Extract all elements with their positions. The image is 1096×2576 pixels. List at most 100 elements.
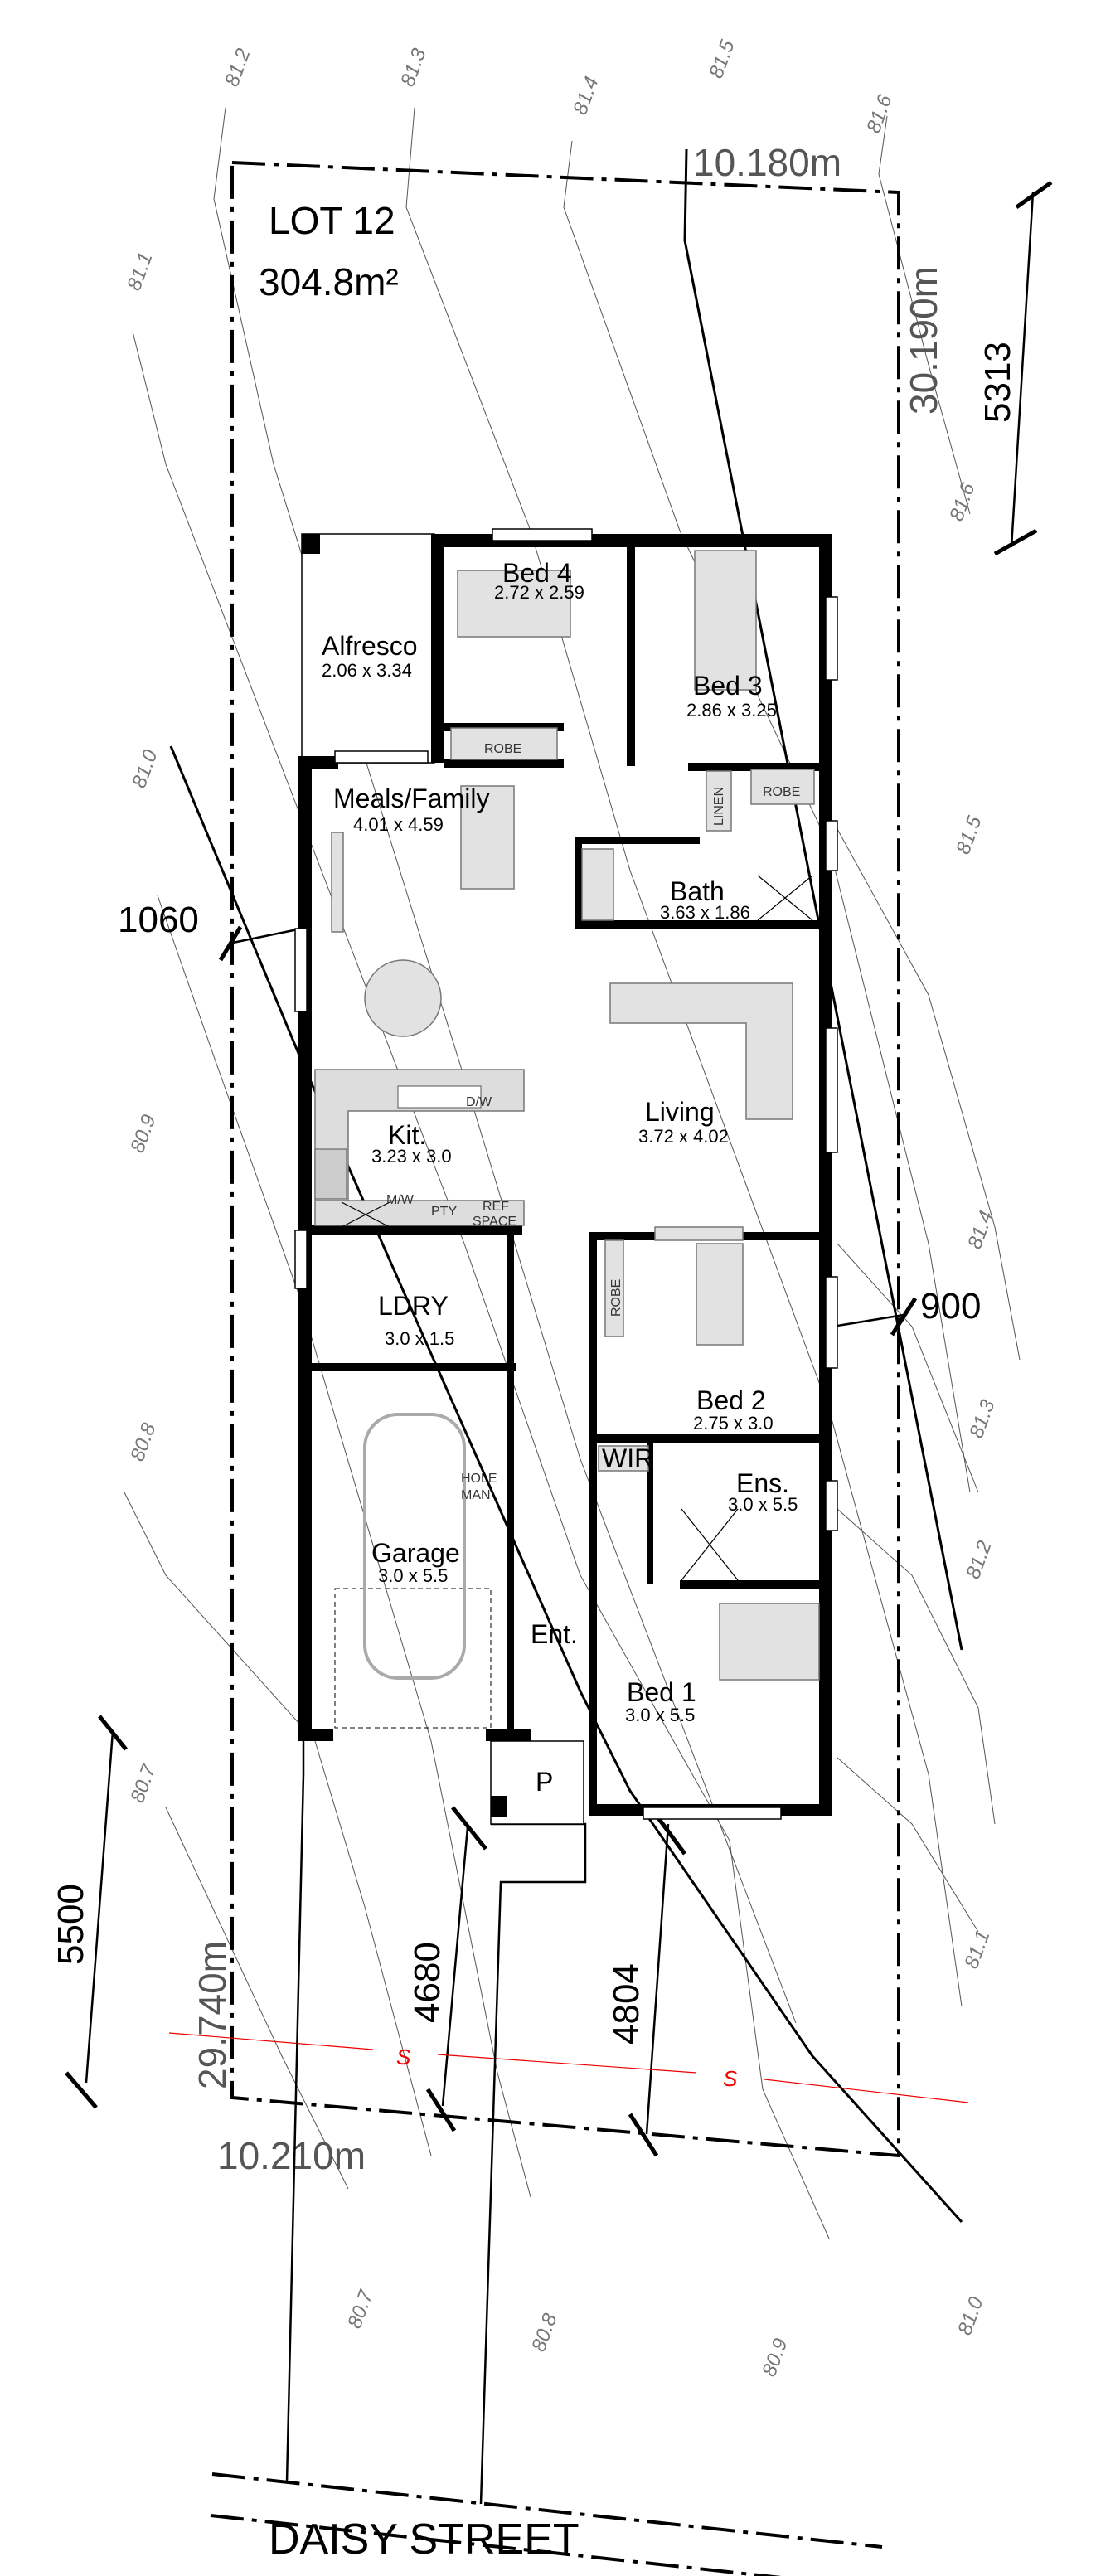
contour-label: 81.5 [705, 36, 740, 81]
dishwasher-label: D/W [466, 1095, 492, 1109]
car-icon [363, 1413, 466, 1680]
room-size: 2.75 x 3.0 [693, 1413, 774, 1434]
room-size: 2.86 x 3.25 [686, 700, 777, 720]
room-size: 3.0 x 5.5 [728, 1494, 798, 1515]
contour-label: 81.2 [221, 46, 255, 90]
boundary-right-length: 30.190m [902, 266, 945, 415]
cooktop [314, 1148, 347, 1200]
contour-label: 80.7 [343, 2286, 378, 2331]
manhole-label: HOLE [461, 1472, 497, 1486]
room-name: Garage [371, 1538, 460, 1568]
room-name: Bed 2 [696, 1385, 766, 1415]
lot-area: 304.8m² [259, 260, 399, 303]
room-name: Alfresco [322, 631, 418, 661]
contour-label: 81.3 [396, 45, 431, 90]
window [334, 750, 429, 764]
kitchen-bench [314, 1069, 525, 1226]
bed [719, 1603, 820, 1681]
fridge-label: REF [483, 1200, 509, 1214]
room-name: LDRY [378, 1291, 449, 1321]
svg-text:5500: 5500 [51, 1884, 91, 1965]
room-name: Bed 3 [693, 671, 763, 701]
lot-number: LOT 12 [269, 199, 395, 242]
contour-label: 81.1 [123, 250, 157, 293]
room-size: 2.06 x 3.34 [322, 660, 412, 681]
room-size: 3.72 x 4.02 [638, 1126, 729, 1147]
room-name: Living [645, 1097, 715, 1127]
street-name: DAISY STREET [269, 2515, 580, 2564]
sewer-line: S S [168, 2032, 969, 2103]
svg-text:1060: 1060 [118, 900, 199, 940]
room-size: 4.01 x 4.59 [353, 814, 444, 835]
room-size: 3.0 x 1.5 [385, 1328, 454, 1349]
room-name: P [536, 1767, 553, 1797]
contour-label: 81.6 [945, 479, 980, 524]
svg-text:S: S [723, 2066, 738, 2091]
bed [696, 1243, 744, 1346]
house-floor-plan [294, 528, 838, 1825]
bathtub [581, 848, 614, 921]
room-size: 3.63 x 1.86 [660, 902, 750, 923]
window [825, 1480, 838, 1531]
contour-label: 80.9 [126, 1112, 160, 1156]
fridge-label: SPACE [473, 1215, 516, 1229]
parking-pad [334, 1588, 492, 1729]
dimension-4680: 4680 [407, 1806, 487, 2132]
robe [450, 727, 558, 760]
contour-label: 80.9 [758, 2336, 792, 2380]
microwave-label: M/W [386, 1193, 415, 1207]
dimension-5313: 5313 [977, 180, 1053, 556]
room-name: Bed 4 [502, 558, 572, 588]
contour-label: 81.0 [128, 746, 162, 791]
contour-label: 81.5 [952, 813, 987, 857]
contour-label: 81.0 [953, 2293, 988, 2338]
linen-label: LINEN [712, 787, 726, 826]
boundary-top-length: 10.180m [693, 141, 841, 184]
bed [457, 570, 571, 638]
window [825, 820, 838, 871]
lot-boundary [230, 160, 900, 2158]
contour-label: 80.7 [126, 1760, 161, 1806]
window [825, 596, 838, 681]
tv-unit [654, 1226, 744, 1241]
window [294, 928, 308, 1012]
robe-label: ROBE [609, 1279, 623, 1317]
contour-label: 81.4 [569, 74, 603, 118]
window [492, 528, 593, 541]
pantry-label: PTY [431, 1205, 457, 1219]
contour-label: 81.6 [862, 91, 897, 136]
boundary-bottom-length: 10.210m [217, 2134, 366, 2177]
contour-label: 80.8 [126, 1419, 161, 1464]
robe [604, 1239, 624, 1337]
contour-label: 80.8 [527, 2310, 562, 2355]
room-labels: Alfresco 2.06 x 3.34 Bed 4 2.72 x 2.59 B… [322, 558, 800, 1797]
contour-label: 81.2 [962, 1538, 996, 1582]
dimension-5500: 5500 [51, 1715, 128, 2109]
manhole-label: MAN [461, 1488, 491, 1502]
dining-table [364, 959, 442, 1037]
window [825, 1276, 838, 1369]
room-size: 3.23 x 3.0 [371, 1146, 452, 1167]
tv-unit [331, 832, 344, 933]
robe-label: ROBE [484, 742, 521, 756]
street-boundary [210, 2472, 883, 2576]
window [643, 1807, 782, 1820]
svg-text:5313: 5313 [977, 342, 1018, 423]
contour-label: 81.1 [960, 1928, 994, 1972]
sink [397, 1085, 482, 1109]
setback-line-top [683, 148, 963, 1651]
window [294, 1230, 308, 1289]
room-name: WIR [602, 1443, 653, 1473]
room-size: 3.0 x 5.5 [625, 1705, 695, 1725]
corner-sofa [609, 982, 793, 1120]
dimension-1060: 1060 [118, 900, 303, 962]
boundary-left-length: 29.740m [191, 1941, 234, 2089]
shower-icon [341, 875, 813, 1581]
room-name: Kit. [388, 1120, 426, 1150]
linen [706, 770, 732, 832]
room-name: Bath [670, 876, 725, 906]
window [825, 1027, 838, 1153]
contour-label: 81.4 [963, 1208, 997, 1252]
svg-text:4804: 4804 [606, 1963, 647, 2045]
sofa [460, 785, 515, 890]
